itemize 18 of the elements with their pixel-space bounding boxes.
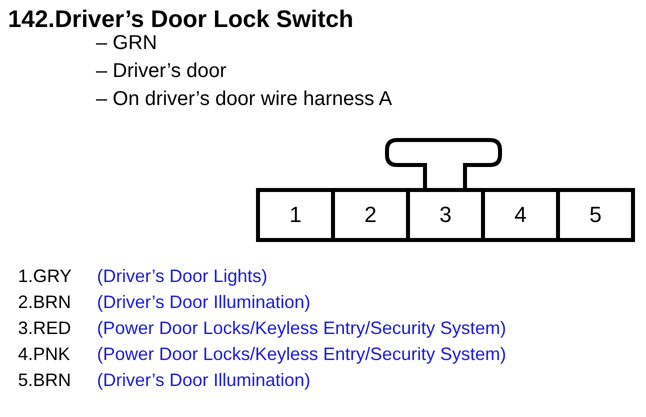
pin-color-code: 3.RED xyxy=(18,318,72,339)
connector-housing xyxy=(256,138,635,242)
pin-color-code: 1.GRY xyxy=(18,266,72,287)
pin-cell: 2 xyxy=(333,190,408,240)
circuit-description: (Driver’s Door Illumination) xyxy=(97,292,310,313)
pin-cell: 4 xyxy=(483,190,558,240)
connector-info: – GRN xyxy=(96,32,158,55)
pin-color-code: 4.PNK xyxy=(18,344,70,365)
title: 142.Driver’s Door Lock Switch xyxy=(8,6,354,34)
connector-info: – On driver’s door wire harness A xyxy=(96,88,392,111)
pin-color-code: 2.BRN xyxy=(18,292,72,313)
circuit-description: (Power Door Locks/Keyless Entry/Security System) xyxy=(97,344,506,365)
circuit-description: (Driver’s Door Lights) xyxy=(97,266,268,287)
pin-cell: 3 xyxy=(408,190,483,240)
circuit-description: (Power Door Locks/Keyless Entry/Security System) xyxy=(97,318,506,339)
connector-info: – Driver’s door xyxy=(96,60,226,83)
circuit-description: (Driver’s Door Illumination) xyxy=(97,370,310,391)
pin-color-code: 5.BRN xyxy=(18,370,72,391)
